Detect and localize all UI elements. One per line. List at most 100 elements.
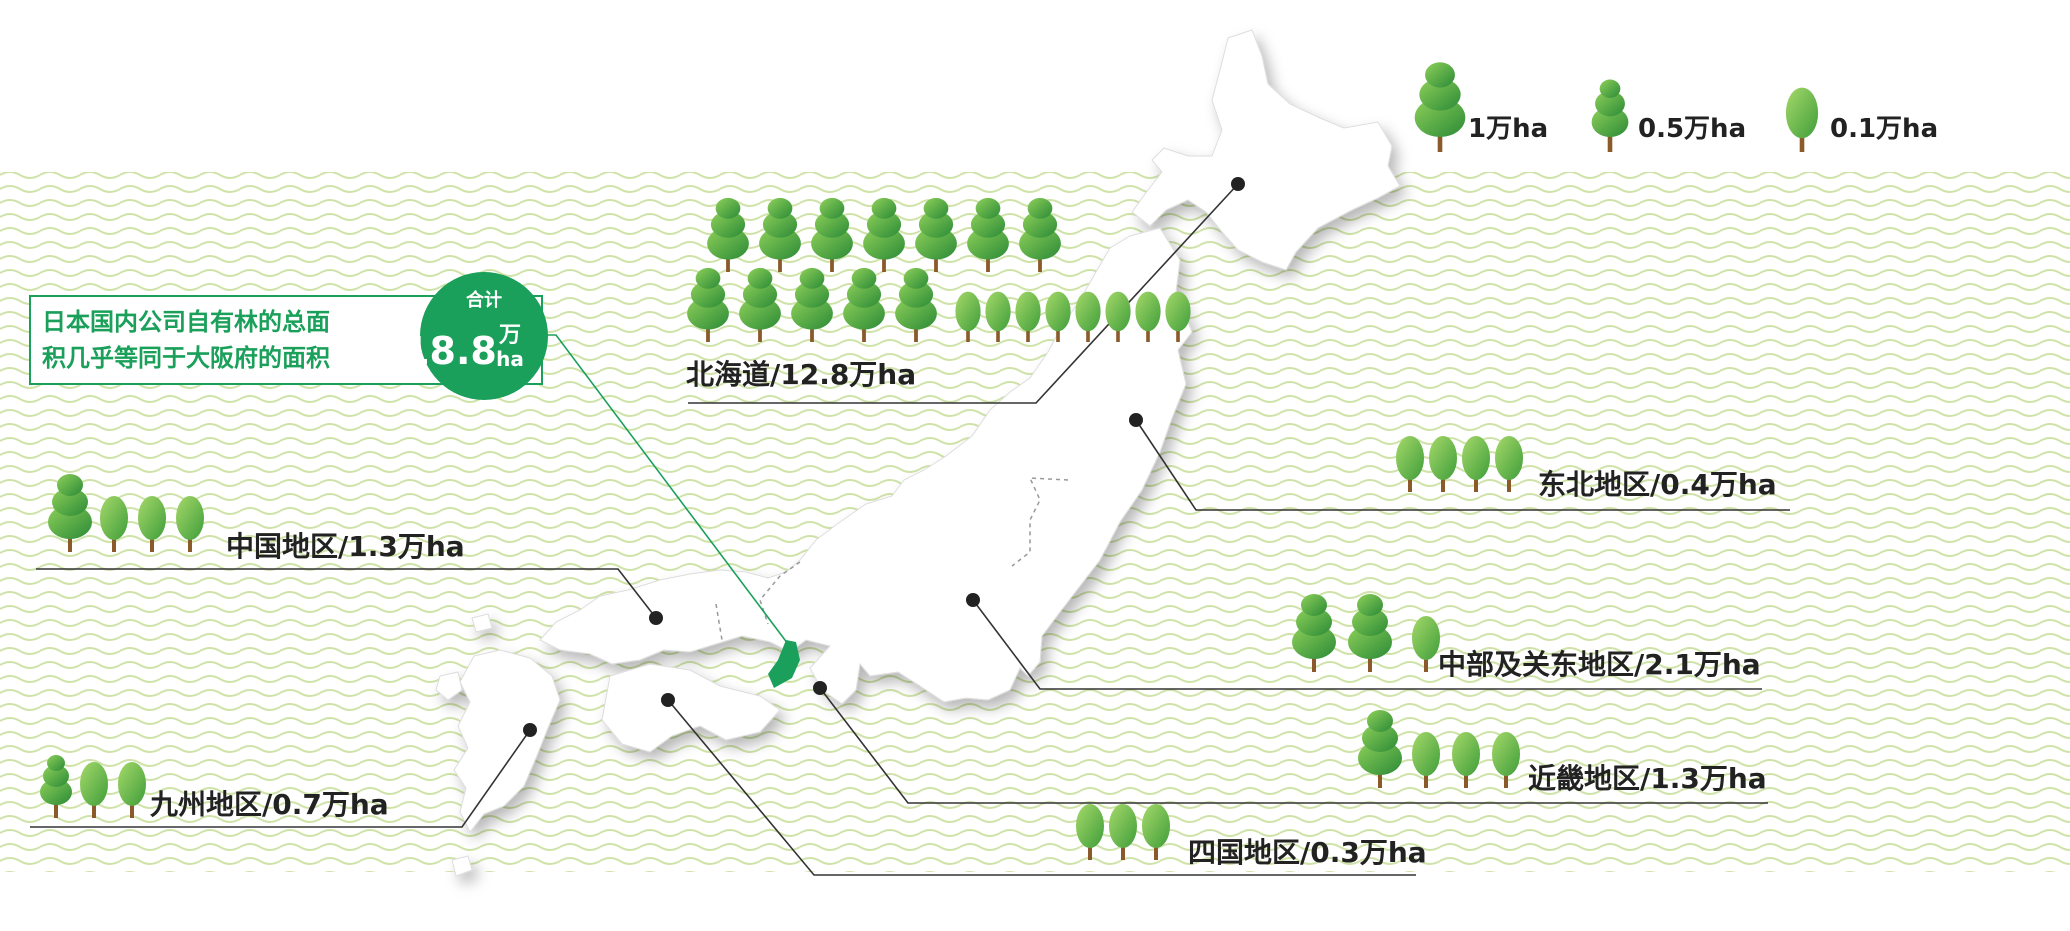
legend-small-tree-icon	[1785, 87, 1819, 152]
total-badge-unit-bottom: ha	[496, 347, 524, 371]
small-tree-icon	[1109, 804, 1137, 860]
dot-kinki	[813, 681, 827, 695]
dot-chubu	[966, 593, 980, 607]
dot-chugoku	[649, 611, 663, 625]
large-tree-icon	[739, 267, 781, 342]
small-island	[471, 613, 493, 633]
callout-line-2: 积几乎等同于大阪府的面积	[42, 344, 330, 372]
total-badge	[420, 272, 548, 400]
small-tree-icon	[1396, 436, 1424, 492]
small-tree-icon	[1412, 616, 1440, 672]
leader-chugoku	[36, 568, 657, 619]
large-tree-icon	[811, 197, 853, 272]
large-tree-icon	[791, 267, 833, 342]
legend: 1万ha 0.5万ha 0.1万ha	[1414, 62, 1938, 152]
trees-chubu-kanto	[1292, 594, 1440, 672]
medium-tree-icon	[40, 755, 72, 818]
small-tree-icon	[1495, 436, 1523, 492]
dot-kyushu	[523, 723, 537, 737]
large-tree-icon	[1358, 710, 1402, 788]
large-tree-icon	[843, 267, 885, 342]
small-tree-icon	[1075, 291, 1101, 342]
small-tree-icon	[1045, 291, 1071, 342]
large-tree-icon	[1292, 594, 1336, 672]
legend-medium-tree-icon	[1591, 79, 1629, 152]
small-tree-icon	[1412, 732, 1440, 788]
small-tree-icon	[118, 762, 146, 818]
small-tree-icon	[1452, 732, 1480, 788]
large-tree-icon	[759, 197, 801, 272]
total-badge-value: 18.8	[403, 329, 497, 373]
medium-tree-icon	[1591, 79, 1629, 152]
small-tree-icon	[138, 496, 166, 552]
small-tree-icon	[985, 291, 1011, 342]
small-tree-icon	[1785, 87, 1819, 152]
small-tree-icon	[1462, 436, 1490, 492]
region-boundaries	[715, 477, 1069, 641]
small-tree-icon	[1165, 291, 1191, 342]
label-kinki: 近畿地区/1.3万ha	[1528, 762, 1767, 795]
large-tree-icon	[48, 474, 92, 552]
leader-kyushu	[30, 729, 531, 828]
callout: 日本国内公司自有林的总面 积几乎等同于大阪府的面积 合计 18.8 万 ha	[29, 272, 548, 400]
small-tree-icon	[1142, 804, 1170, 860]
large-tree-icon	[915, 197, 957, 272]
leader-shikoku	[667, 699, 1416, 876]
dot-tohoku	[1129, 413, 1143, 427]
small-tree-icon	[1429, 436, 1457, 492]
trees-kinki	[1358, 710, 1520, 788]
small-tree-icon	[80, 762, 108, 818]
small-island	[451, 855, 473, 877]
leader-kinki	[819, 687, 1768, 804]
small-tree-icon	[1015, 291, 1041, 342]
tree-groups	[40, 197, 1523, 860]
small-tree-icon	[1492, 732, 1520, 788]
small-tree-icon	[1076, 804, 1104, 860]
small-tree-icon	[1105, 291, 1131, 342]
trees-hokkaido	[687, 197, 1191, 342]
region-labels: 北海道/12.8万ha 东北地区/0.4万ha 中国地区/1.3万ha 中部及关…	[150, 358, 1777, 869]
trees-shikoku	[1076, 804, 1170, 860]
japan-map	[435, 29, 1401, 877]
leader-chubu	[972, 599, 1762, 690]
large-tree-icon	[967, 197, 1009, 272]
legend-label-medium: 0.5万ha	[1638, 114, 1746, 144]
large-tree-icon	[1019, 197, 1061, 272]
large-tree-icon	[707, 197, 749, 272]
large-tree-icon	[1414, 62, 1466, 152]
label-chugoku: 中国地区/1.3万ha	[226, 530, 465, 563]
leader-hokkaido	[688, 183, 1239, 404]
dot-hokkaido	[1231, 177, 1245, 191]
dot-shikoku	[661, 693, 675, 707]
legend-large-tree-icon	[1414, 62, 1466, 152]
label-kyushu: 九州地区/0.7万ha	[150, 788, 389, 821]
legend-label-small: 0.1万ha	[1830, 114, 1938, 144]
large-tree-icon	[863, 197, 905, 272]
small-tree-icon	[1135, 291, 1161, 342]
label-shikoku: 四国地区/0.3万ha	[1188, 836, 1427, 869]
small-island	[435, 671, 463, 701]
osaka-prefecture-highlight	[768, 640, 800, 688]
legend-label-large: 1万ha	[1468, 114, 1548, 144]
large-tree-icon	[1348, 594, 1392, 672]
label-hokkaido: 北海道/12.8万ha	[686, 358, 916, 391]
leader-tohoku	[1135, 419, 1790, 511]
small-tree-icon	[100, 496, 128, 552]
large-tree-icon	[687, 267, 729, 342]
region-dots	[523, 177, 1245, 737]
total-badge-label: 合计	[466, 289, 502, 311]
total-badge-unit-top: 万	[498, 323, 521, 348]
trees-tohoku	[1396, 436, 1523, 492]
small-tree-icon	[955, 291, 981, 342]
large-tree-icon	[895, 267, 937, 342]
honshu-island	[539, 227, 1193, 705]
trees-kyushu	[40, 755, 146, 818]
trees-chugoku	[48, 474, 204, 552]
hokkaido-island	[1131, 29, 1401, 271]
small-tree-icon	[176, 496, 204, 552]
kyushu-island	[453, 649, 561, 833]
shikoku-island	[601, 663, 781, 753]
label-tohoku: 东北地区/0.4万ha	[1538, 468, 1777, 501]
callout-line-1: 日本国内公司自有林的总面	[42, 308, 330, 336]
